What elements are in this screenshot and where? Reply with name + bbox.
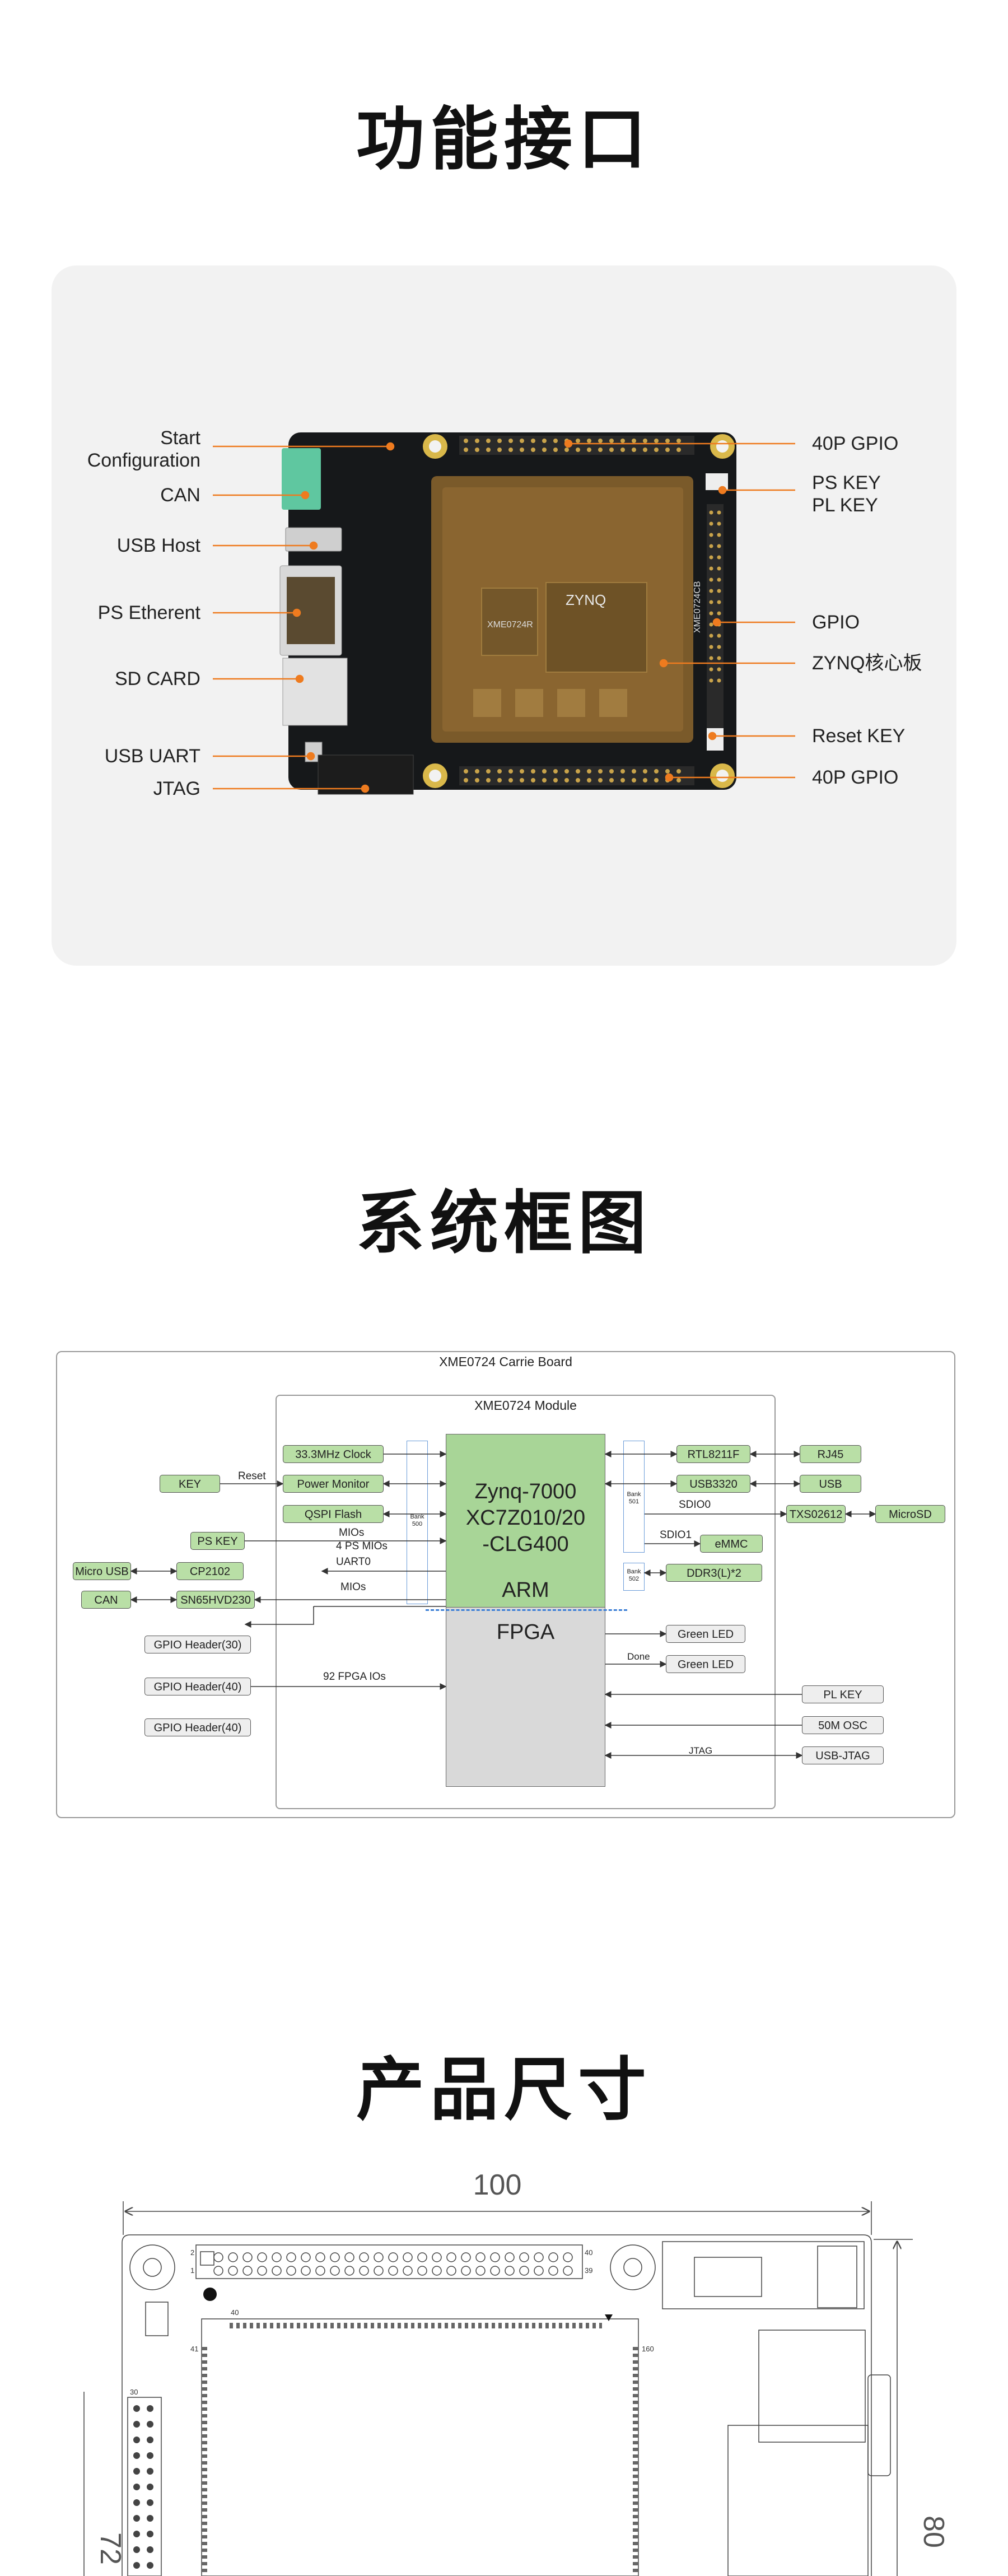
emmc-box: eMMC xyxy=(700,1535,763,1553)
rj45-box: RJ45 xyxy=(800,1445,861,1463)
dim-width: 100 xyxy=(473,2169,522,2201)
key-box: KEY xyxy=(160,1475,220,1493)
label-reset-key: Reset KEY xyxy=(812,725,906,747)
can-transceiver-box: SN65HVD230 xyxy=(176,1591,255,1609)
usb-box: USB xyxy=(800,1475,861,1493)
txs02612-box: TXS02612 xyxy=(786,1505,846,1523)
label-sd-card: SD CARD xyxy=(114,668,200,690)
label-ps-pl-key: PS KEY PL KEY xyxy=(812,472,881,516)
module-title: XME0724 Module xyxy=(474,1398,577,1413)
bank-502 xyxy=(623,1563,645,1591)
line-label-mios-1: MIOs xyxy=(339,1527,365,1539)
cp2102-box: CP2102 xyxy=(176,1562,244,1580)
usb-jtag-box: USB-JTAG xyxy=(802,1746,884,1764)
gpio-header-top xyxy=(459,436,694,455)
gpio-header-bottom xyxy=(459,766,694,785)
block-connections xyxy=(130,1451,876,1759)
pin-label: 41 xyxy=(190,2345,198,2353)
pin-label: 160 xyxy=(642,2345,654,2353)
bank-501 xyxy=(623,1441,645,1553)
arm-label: ARM xyxy=(502,1578,549,1602)
section-title-interfaces: 功能接口 xyxy=(356,100,652,179)
zynq-mark: ZYNQ xyxy=(566,591,606,608)
green-led-1: Green LED xyxy=(666,1625,745,1643)
section-title-dimensions: 产品尺寸 xyxy=(356,2050,652,2130)
microsd-box: MicroSD xyxy=(875,1505,945,1523)
reset-key xyxy=(707,728,724,751)
pin-label: 30 xyxy=(130,2388,138,2396)
gpio-header-30: GPIO Header(30) xyxy=(144,1636,251,1653)
soc-ps-block xyxy=(446,1434,605,1608)
dim-height-right: 80 xyxy=(917,2516,950,2548)
zynq-chip xyxy=(545,582,647,673)
micro-usb-box: Micro USB xyxy=(73,1562,131,1580)
label-40p-gpio-top: 40P GPIO xyxy=(812,433,899,454)
pin-label: 39 xyxy=(585,2266,592,2275)
soc-fpga-block xyxy=(446,1608,605,1787)
gpio-header-40-a: GPIO Header(40) xyxy=(144,1678,251,1695)
soc-label: Zynq-7000 XC7Z010/20 -CLG400 xyxy=(465,1480,586,1556)
bank-502-label: Bank 502 xyxy=(627,1568,641,1582)
line-label-sdio1: SDIO1 xyxy=(660,1529,692,1541)
line-label-fpga-ios: 92 FPGA IOs xyxy=(323,1671,386,1683)
label-40p-gpio-bottom: 40P GPIO xyxy=(812,767,899,788)
can-connector xyxy=(282,448,321,510)
board-illustration: XME0724R ZYNQ XME0724CB xyxy=(213,432,795,795)
clock-box: 33.3MHz Clock xyxy=(283,1445,384,1463)
board-mark: XME0724CB xyxy=(693,581,702,633)
label-jtag: JTAG xyxy=(153,778,200,799)
line-label-jtag: JTAG xyxy=(689,1745,713,1756)
section-title-block-diagram: 系统框图 xyxy=(356,1184,652,1263)
line-label-reset: Reset xyxy=(238,1470,266,1482)
pin-label: 2 xyxy=(190,2248,194,2257)
gpio-header-right xyxy=(707,504,724,728)
line-label-mios-2: MIOs xyxy=(340,1581,366,1593)
line-label-ps-mios: 4 PS MIOs xyxy=(336,1540,388,1552)
label-usb-host: USB Host xyxy=(116,535,200,556)
fpga-label: FPGA xyxy=(496,1620,555,1644)
qspi-flash-box: QSPI Flash xyxy=(283,1505,384,1523)
green-led-2: Green LED xyxy=(666,1655,745,1673)
osc-box: 50M OSC xyxy=(802,1716,884,1734)
carrier-board-title: XME0724 Carrie Board xyxy=(439,1354,572,1369)
carrier-board-frame xyxy=(56,1351,955,1818)
power-monitor-box: Power Monitor xyxy=(283,1475,384,1493)
label-zynq-core: ZYNQ核心板 xyxy=(812,653,922,674)
label-can: CAN xyxy=(160,485,200,506)
module-frame xyxy=(276,1395,776,1809)
can-box: CAN xyxy=(81,1591,131,1609)
pin-label: 40 xyxy=(231,2308,239,2317)
usb3320-box: USB3320 xyxy=(676,1475,750,1493)
line-label-sdio0: SDIO0 xyxy=(679,1499,711,1511)
ps-pl-divider xyxy=(426,1609,627,1611)
label-start-configuration: Start Configuration xyxy=(87,427,200,471)
module-mark: XME0724R xyxy=(487,620,533,630)
rtl8211f-box: RTL8211F xyxy=(676,1445,750,1463)
dimension-drawing: 100 72 80 2 1 40 39 40 41 160 30 xyxy=(83,2169,950,2576)
bank-500 xyxy=(407,1441,428,1604)
pin-label: 1 xyxy=(190,2266,194,2275)
sd-card-slot xyxy=(282,658,348,726)
label-usb-uart: USB UART xyxy=(104,746,200,767)
line-label-done: Done xyxy=(627,1651,650,1662)
dim-height-left: 72 xyxy=(94,2532,127,2565)
ps-key-box: PS KEY xyxy=(190,1532,245,1550)
gpio-header-40-b: GPIO Header(40) xyxy=(144,1718,251,1736)
label-gpio: GPIO xyxy=(812,612,860,633)
line-label-uart0: UART0 xyxy=(336,1556,371,1568)
label-ps-ethernet: PS Etherent xyxy=(97,602,200,623)
pl-key-box: PL KEY xyxy=(802,1685,884,1703)
bank-501-label: Bank 501 xyxy=(627,1491,641,1505)
ddr3-box: DDR3(L)*2 xyxy=(666,1564,762,1582)
pin-label: 40 xyxy=(585,2248,592,2257)
